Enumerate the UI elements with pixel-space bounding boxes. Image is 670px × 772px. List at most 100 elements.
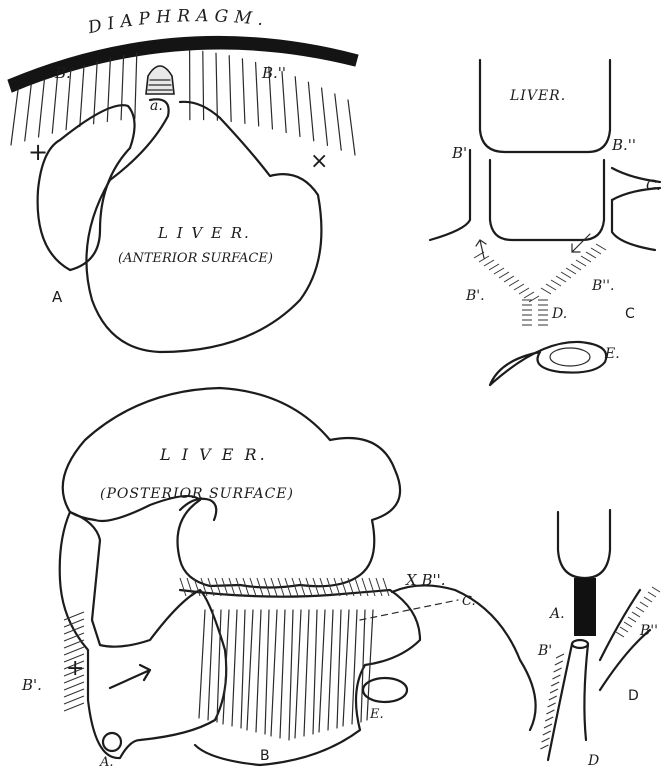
fiber-hatch-left <box>484 260 494 266</box>
e-label-c: E. <box>604 346 620 362</box>
posterior-fiber <box>271 610 277 736</box>
panel-c-letter: C <box>625 306 635 322</box>
vessel-e-c <box>490 342 606 385</box>
posterior-fiber <box>199 610 205 718</box>
fiber-hatch-right <box>546 284 556 290</box>
fiber-hatch-left <box>509 280 519 286</box>
diaphragm-fiber <box>322 88 328 145</box>
posterior-fiber <box>328 610 333 730</box>
node-a-cap-d <box>572 640 588 648</box>
lobe-hatch <box>64 689 84 697</box>
fiber-hatch-right <box>586 252 596 258</box>
right-bundle-hatch <box>640 602 648 607</box>
ligament-hatch <box>229 578 235 596</box>
lobe-hatch <box>64 626 84 634</box>
left-lower-lobe-b <box>60 512 227 758</box>
panel-a: DIAPHRAGM. a. B.' B.'' + × L I V E R. (A… <box>8 6 358 352</box>
ligament-hatch <box>187 578 193 596</box>
right-bundle-hatch <box>648 592 656 597</box>
fiber-hatch-right <box>551 280 561 286</box>
left-bundle-hatch <box>540 745 548 749</box>
diaphragm-fiber <box>121 55 124 120</box>
diaphragm-fiber <box>242 59 245 124</box>
node-a-bar-d <box>574 578 596 636</box>
fiber-hatch-left <box>524 292 534 298</box>
right-bundle-hatch <box>652 587 660 592</box>
fiber-hatch-left <box>519 288 529 294</box>
d-label-c: D. <box>551 306 567 322</box>
left-bundle-hatch <box>546 710 554 714</box>
ligament-hatch <box>376 578 382 596</box>
left-bundle-hatch <box>550 689 558 693</box>
bottom-label-d: D <box>587 753 599 769</box>
right-bundle-d: B'' <box>639 623 658 639</box>
posterior-fiber <box>223 610 229 724</box>
diaphragm-fiber <box>256 63 259 126</box>
posterior-fiber <box>232 610 237 726</box>
left-bundle-hatch <box>554 668 562 672</box>
left-bundle-d: B' <box>537 643 552 659</box>
fiber-hatch-right <box>596 244 606 250</box>
liver-sub-a: (ANTERIOR SURFACE) <box>118 251 273 266</box>
posterior-fiber <box>280 610 285 738</box>
right-bundle-hatch <box>644 597 652 602</box>
diaphragm-fiber <box>203 51 204 119</box>
diaphragm-fiber <box>295 77 300 137</box>
liver-label-a: L I V E R. <box>157 224 251 242</box>
ligament-hatch <box>334 578 340 596</box>
fiber-hatch-left <box>529 296 539 302</box>
left-bundle-hatch <box>543 731 551 735</box>
right-mark-b: X B''. <box>405 571 446 589</box>
a-label-d: A. <box>548 606 565 622</box>
lobe-hatch <box>64 619 84 627</box>
fiber-hatch-right <box>576 260 586 266</box>
left-bundle-hatch <box>556 654 564 658</box>
panel-b: L I V E R. (POSTERIOR SURFACE) B'. + X B… <box>21 388 536 770</box>
posterior-fiber <box>256 610 261 732</box>
fiber-hatch-right <box>541 288 551 294</box>
liver-sub-b: (POSTERIOR SURFACE) <box>100 486 294 502</box>
left-cross-mark: + <box>28 138 48 166</box>
diaphragm-fiber <box>348 100 355 155</box>
left-bundle-hatch <box>552 675 560 679</box>
fiber-hatch-right <box>556 276 566 282</box>
ligament-hatch <box>299 578 305 596</box>
posterior-fiber <box>343 610 349 726</box>
diaphragm-fiber <box>39 80 45 137</box>
posterior-fiber <box>289 610 293 740</box>
right-bundle-hatch <box>636 607 644 612</box>
ligament-hatch <box>383 578 389 596</box>
c-leader-line <box>360 600 458 620</box>
left-bundle-hatch <box>548 703 556 707</box>
left-bundle-hatch <box>555 661 563 665</box>
fiber-hatch-left <box>504 276 514 282</box>
c-label-c: C. <box>646 178 661 194</box>
vessel-e-b <box>363 678 407 702</box>
posterior-fiber <box>313 610 317 734</box>
lower-right-c: B''. <box>591 278 614 294</box>
left-bundle-hatch <box>544 724 552 728</box>
left-bundle-hatch <box>551 682 559 686</box>
liver-top-c <box>480 60 610 152</box>
posterior-fibers <box>199 610 373 740</box>
diaphragm-fiber <box>135 53 137 119</box>
panel-a-letter: A <box>52 288 63 306</box>
converging-fibers <box>474 244 606 325</box>
diaphragm-fiber <box>216 53 217 120</box>
arrow-right-c <box>572 234 590 252</box>
liver-label-c: LIVER. <box>509 88 566 104</box>
posterior-fiber <box>241 610 245 728</box>
right-wall-c <box>612 200 655 250</box>
left-cross-b: + <box>66 656 84 681</box>
posterior-fiber <box>208 610 213 720</box>
panel-c: LIVER. B' B.'' C. B'. B''. D. C E. <box>430 60 661 385</box>
ligament-hatch <box>327 578 333 596</box>
fiber-hatch-right <box>581 256 591 262</box>
right-bundle-hatch <box>624 622 632 627</box>
right-bundle-path-d <box>600 590 650 690</box>
lobe-hatch <box>64 640 84 648</box>
diaphragm-fiber <box>229 56 231 122</box>
diaphragm-fiber <box>11 90 18 145</box>
diaphragm-label: DIAPHRAGM. <box>85 6 270 38</box>
